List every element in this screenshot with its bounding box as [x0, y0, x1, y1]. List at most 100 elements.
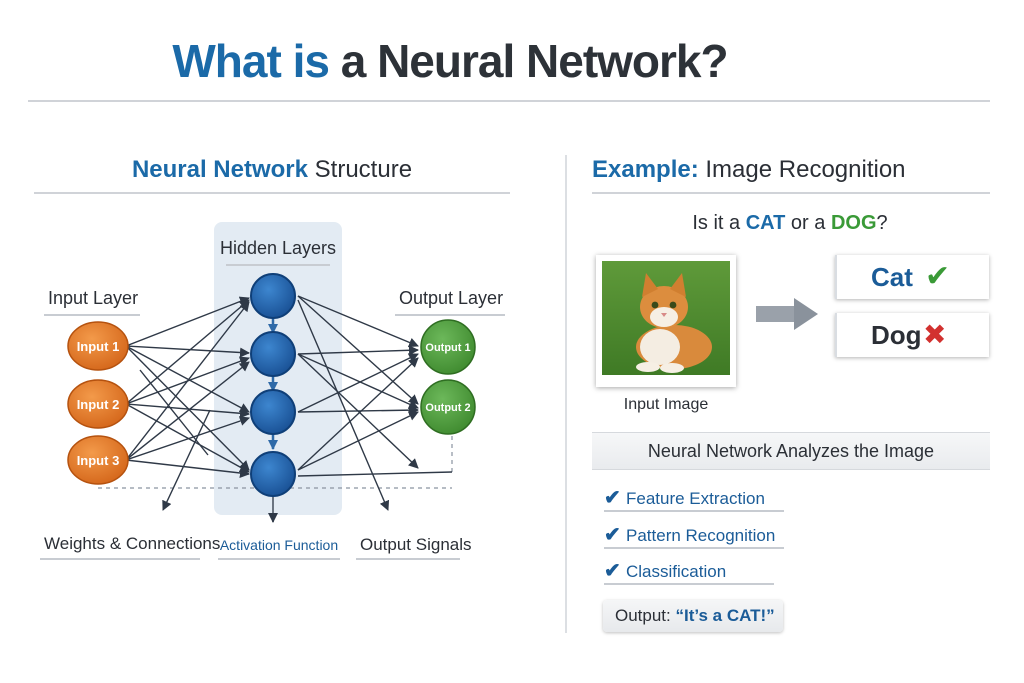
question-dog: DOG — [830, 212, 877, 234]
output-node-1 — [420, 319, 476, 375]
step-underline — [604, 547, 784, 549]
cat-paw — [636, 362, 660, 372]
structure-heading: Neural Network Structure — [34, 156, 510, 184]
title-rest: a Neural Network? — [328, 35, 729, 87]
input-node-3 — [67, 435, 129, 485]
result-dog: Dog ✖ — [835, 313, 989, 357]
input-node-2 — [67, 379, 129, 429]
question-middle: or a — [785, 212, 831, 234]
question-prefix: Is it a — [692, 212, 746, 234]
connection — [125, 345, 250, 471]
output-result-box: Output: “It’s a CAT!” — [603, 600, 783, 632]
result-cat: Cat ✔ — [835, 255, 989, 299]
connection — [297, 357, 419, 471]
input-image-caption: Input Image — [623, 396, 709, 413]
input-node-label: Input 3 — [77, 453, 120, 468]
example-heading: Example: Image Recognition — [592, 156, 906, 184]
connection — [125, 459, 250, 478]
output-text: Output: “It’s a CAT!” — [615, 606, 775, 626]
step-label: Feature Extraction — [626, 489, 765, 508]
connection — [297, 353, 419, 413]
cat-ear-left — [642, 273, 658, 297]
check-icon: ✔ — [925, 260, 951, 293]
step-classification: ✔ Classification — [604, 558, 726, 583]
step-pattern-recognition: ✔Pattern Recognition — [604, 522, 775, 547]
section-divider — [565, 155, 567, 633]
result-cat-label: Cat — [871, 262, 913, 292]
connection — [297, 295, 419, 405]
structure-heading-highlight: Neural Network — [131, 156, 308, 183]
step-feature-extraction: ✔Feature Extraction — [604, 485, 765, 510]
hidden-node — [250, 273, 296, 319]
hidden-nodes — [250, 273, 296, 497]
weights-underline — [40, 558, 200, 560]
connection — [125, 345, 250, 413]
example-heading-highlight: Example: — [592, 156, 699, 183]
output-layer-underline — [395, 314, 505, 316]
connection — [125, 361, 250, 461]
transition-arrow-shaft — [756, 306, 796, 322]
input-hidden-connections — [125, 296, 250, 511]
connection — [125, 301, 250, 461]
connection — [297, 405, 419, 416]
activation-underline — [218, 558, 340, 560]
signals-caption: Output Signals — [360, 535, 472, 554]
question-suffix: ? — [876, 212, 888, 234]
cat-chest — [640, 329, 680, 365]
hidden-node — [250, 389, 296, 435]
cat-paw — [660, 363, 684, 373]
input-image — [596, 255, 736, 387]
input-node-label: Input 2 — [77, 397, 120, 412]
weights-arrow — [162, 409, 211, 511]
connection — [125, 416, 250, 461]
analyze-label: Neural Network Analyzes the Image — [647, 441, 935, 461]
output-node-label: Output 2 — [425, 402, 470, 414]
transition-arrow-head — [794, 298, 818, 330]
output-node-label: Output 1 — [425, 342, 470, 354]
weights-caption: Weights & Connections — [44, 534, 221, 553]
checkmark-icon: ✔ — [604, 524, 621, 546]
connection — [297, 353, 419, 409]
connection — [297, 295, 419, 348]
step-label: Classification — [626, 562, 727, 581]
hidden-node — [250, 331, 296, 377]
question-text: Is it a CAT or a DOG? — [592, 212, 988, 235]
hidden-output-connections — [297, 295, 453, 511]
connection — [125, 345, 250, 358]
activation-caption: Activation Function — [219, 537, 339, 553]
checkmark-icon: ✔ — [604, 560, 621, 582]
output-prefix: Output: — [615, 606, 676, 625]
connection — [125, 296, 250, 347]
output-value: “It’s a CAT!” — [675, 606, 775, 625]
input-layer-underline — [44, 314, 140, 316]
connection — [125, 403, 250, 473]
result-dog-label: Dog — [871, 320, 922, 350]
hidden-node — [250, 451, 296, 497]
title-divider — [28, 100, 990, 102]
step-underline — [604, 583, 774, 585]
signals-underline — [356, 558, 460, 560]
cat-photo — [602, 261, 730, 375]
structure-divider — [34, 192, 510, 194]
hidden-layers-underline — [226, 264, 330, 266]
question-cat: CAT — [745, 212, 786, 234]
structure-heading-rest: Structure — [308, 156, 413, 183]
connection — [297, 345, 419, 356]
connection — [297, 471, 453, 477]
connection — [125, 299, 250, 405]
connection — [125, 403, 250, 419]
output-signals-arrow — [297, 299, 390, 511]
output-node-2 — [420, 379, 476, 435]
analyze-banner: Neural Network Analyzes the Image — [592, 432, 990, 470]
step-underline — [604, 510, 784, 512]
cross-icon: ✖ — [923, 319, 947, 350]
cat-ear-right — [670, 273, 686, 297]
example-divider — [592, 192, 990, 194]
connection — [139, 369, 209, 456]
transition-arrow — [756, 298, 818, 330]
input-nodes: Input 1 Input 2 Input 3 — [67, 321, 129, 485]
input-layer-label: Input Layer — [48, 288, 139, 308]
input-node-1 — [67, 321, 129, 371]
output-nodes: Output 1 Output 2 — [420, 319, 476, 435]
